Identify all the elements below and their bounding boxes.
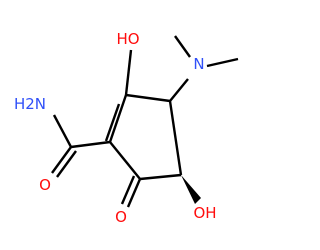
molecule-canvas: HO N H2N O O OH — [13, 30, 239, 226]
atom-labels: HO N H2N O O OH — [14, 30, 217, 226]
bond-amide-o-1 — [51, 146, 72, 174]
bond-c3-amide — [70, 140, 111, 149]
bond-c2-c3 — [108, 94, 128, 143]
bond-c1-n — [169, 78, 189, 102]
bond-ketone-o-2 — [120, 175, 136, 205]
atom-label-ketone-o: O — [115, 208, 127, 226]
bond-c5-c6 — [168, 100, 183, 176]
atom-label-oh-bottom: OH — [193, 204, 216, 222]
atom-label-amide-o: O — [39, 176, 51, 194]
bond-n-me2 — [206, 57, 239, 68]
bonds — [51, 35, 239, 208]
atom-label-n: N — [193, 55, 204, 73]
bond-ketone-o-1 — [126, 178, 142, 208]
bond-c2-oh — [124, 49, 133, 96]
bond-amide-o-2 — [56, 150, 77, 178]
bond-c3-c4 — [109, 141, 141, 180]
bond-c2-c3-inner — [104, 103, 121, 142]
atom-label-nh2: H2N — [14, 95, 46, 113]
bond-c4-c5 — [139, 173, 182, 181]
bond-c1-c2 — [125, 93, 171, 103]
atom-label-oh-top: HO — [116, 30, 139, 48]
wedge-c5-oh — [181, 175, 201, 204]
bond-n-me1 — [174, 35, 191, 58]
bond-amide-n — [52, 114, 73, 148]
